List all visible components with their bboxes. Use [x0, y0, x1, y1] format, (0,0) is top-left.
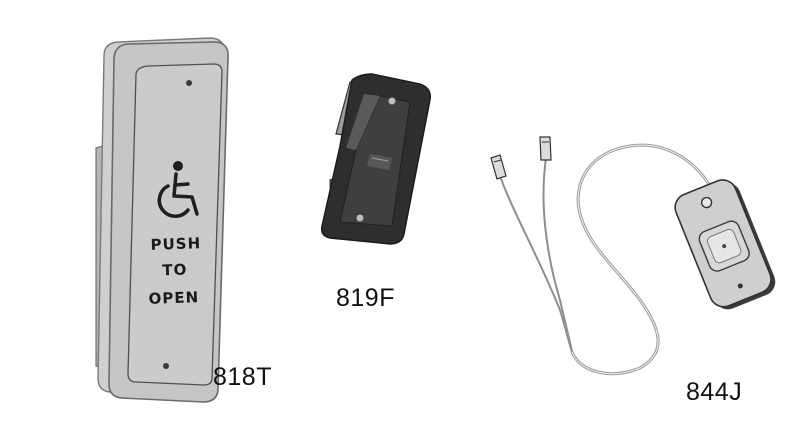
remote-hole-bottom-icon	[737, 283, 743, 289]
screw-bottom-icon	[163, 363, 169, 369]
model-label-818t: 818T	[213, 363, 272, 391]
remote-hole-top-icon	[700, 196, 713, 209]
plate-text-line-1: PUSH	[150, 234, 201, 254]
push-plate-818t: PUSH TO OPEN	[95, 37, 229, 403]
plate-text-line-2: TO	[162, 261, 188, 280]
bracket-hole-top-icon	[388, 97, 396, 105]
wheelchair-accessibility-icon	[157, 161, 199, 218]
model-label-819f: 819F	[336, 284, 395, 312]
wired-remote-button-icon	[490, 136, 776, 376]
wire-connector-right-icon	[539, 136, 552, 161]
model-label-844j: 844J	[686, 378, 743, 406]
mounting-bracket-icon	[320, 73, 431, 245]
screw-top-icon	[186, 80, 192, 86]
bracket-hole-bottom-icon	[356, 214, 364, 222]
wire-connector-left-icon	[490, 154, 507, 180]
plate-text-line-3: OPEN	[148, 288, 199, 308]
